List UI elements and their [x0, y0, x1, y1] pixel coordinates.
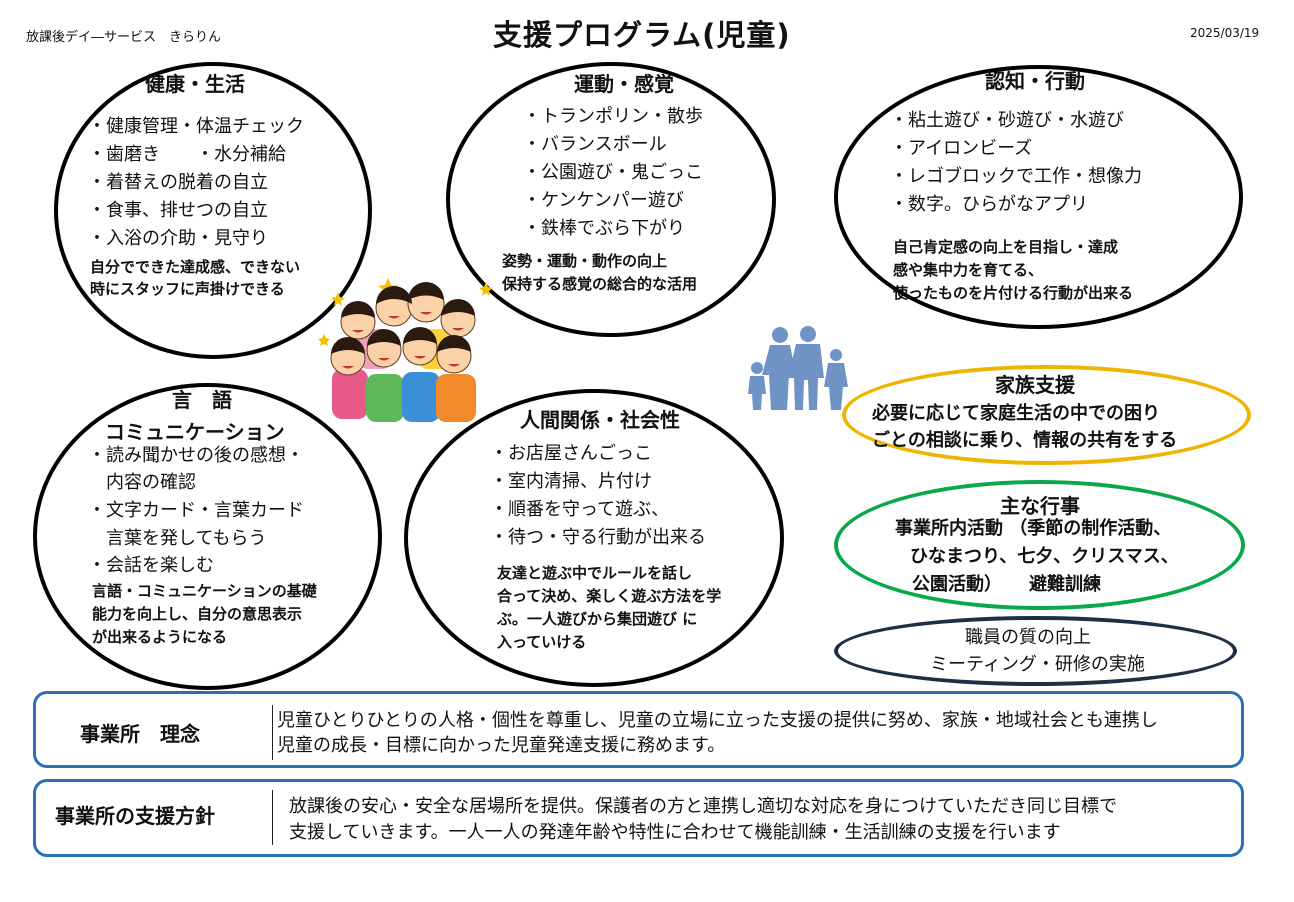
social-item: ・室内清掃、片付け [490, 471, 652, 492]
motor-item: ・ケンケンパー遊び [523, 190, 684, 211]
language-note: 能力を向上し、自分の意思表示 [92, 605, 303, 623]
social-heading: 人間関係・社会性 [520, 408, 680, 432]
social-note: 合って決め、楽しく遊ぶ方法を学 [497, 587, 722, 605]
cognitive-item: ・数字。ひらがなアプリ [890, 194, 1088, 215]
cognitive-ellipse [834, 65, 1243, 329]
health-note: 時にスタッフに声掛けできる [90, 280, 285, 298]
language-ellipse [33, 383, 382, 690]
policy-box [33, 779, 1244, 857]
events-line: 公園活動） 避難訓練 [912, 574, 1101, 595]
social-ellipse [404, 389, 784, 687]
cognitive-note: 感や集中力を育てる、 [893, 261, 1044, 279]
children-group-illustration [318, 278, 493, 422]
social-note: ぶ。一人遊びから集団遊び に [497, 610, 698, 628]
language-item: 内容の確認 [88, 472, 196, 493]
staff-heading: 職員の質の向上 [965, 627, 1091, 648]
events-ellipse [834, 480, 1245, 610]
events-line: ひなまつり、七夕、クリスマス、 [910, 546, 1179, 567]
language-item: ・文字カード・言葉カード [88, 500, 304, 521]
philosophy-divider [272, 705, 273, 760]
health-item: ・入浴の介助・見守り [88, 228, 268, 249]
language-item: 言葉を発してもらう [88, 528, 267, 549]
language-heading: 言 語 [172, 388, 232, 412]
motor-heading: 運動・感覚 [574, 72, 674, 96]
family-line: 必要に応じて家庭生活の中での困り [872, 403, 1160, 424]
language-item: ・会話を楽しむ [88, 555, 214, 576]
family-heading: 家族支援 [995, 373, 1075, 397]
family-silhouette-icon [748, 326, 848, 410]
health-item: ・着替えの脱着の自立 [88, 172, 268, 193]
motor-note: 保持する感覚の総合的な活用 [502, 275, 698, 293]
social-item: ・順番を守って遊ぶ、 [490, 499, 670, 520]
policy-label: 事業所の支援方針 [55, 804, 215, 828]
social-note: 友達と遊ぶ中でルールを話し [497, 564, 693, 582]
page-title: 支援プログラム(児童) [493, 18, 791, 52]
language-note: が出来るようになる [92, 628, 228, 646]
social-item: ・待つ・守る行動が出来る [490, 527, 706, 548]
family-ellipse [842, 365, 1251, 465]
social-item: ・お店屋さんごっこ [490, 443, 652, 464]
motor-item: ・バランスボール [523, 134, 667, 155]
language-note: 言語・コミュニケーションの基礎 [92, 582, 317, 600]
cognitive-heading: 認知・行動 [985, 69, 1085, 93]
events-heading: 主な行事 [1000, 494, 1080, 518]
health-item: ・食事、排せつの自立 [88, 200, 268, 221]
philosophy-line: 児童ひとりひとりの人格・個性を尊重し、児童の立場に立った支援の提供に努め、家族・… [277, 710, 1158, 731]
cognitive-item: ・レゴブロックで工作・想像力 [890, 166, 1142, 187]
health-ellipse [54, 62, 372, 359]
motor-item: ・トランポリン・散歩 [523, 106, 703, 127]
philosophy-label: 事業所 理念 [80, 722, 200, 746]
family-line: ごとの相談に乗り、情報の共有をする [872, 430, 1178, 451]
cognitive-item: ・アイロンビーズ [890, 138, 1033, 159]
language-item: ・読み聞かせの後の感想・ [88, 445, 304, 466]
policy-line: 支援していきます。一人一人の発達年齢や特性に合わせて機能訓練・生活訓練の支援を行… [289, 822, 1061, 843]
motor-item: ・鉄棒でぶら下がり [523, 218, 685, 239]
health-item: ・健康管理・体温チェック [88, 116, 304, 137]
health-heading: 健康・生活 [145, 72, 245, 96]
language-subheading: コミュニケーション [105, 420, 285, 444]
social-note: 入っていける [497, 633, 587, 651]
cognitive-item: ・粘土遊び・砂遊び・水遊び [890, 110, 1124, 131]
cognitive-note: 自己肯定感の向上を目指し・達成 [893, 238, 1119, 256]
philosophy-box [33, 691, 1244, 768]
philosophy-line: 児童の成長・目標に向かった児童発達支援に務めます。 [277, 735, 726, 756]
health-note: 自分でできた達成感、できない [90, 258, 301, 276]
staff-ellipse [834, 616, 1237, 686]
events-line: 事業所内活動 （季節の制作活動、 [895, 518, 1172, 539]
policy-divider [272, 790, 273, 845]
staff-line: ミーティング・研修の実施 [930, 654, 1145, 675]
motor-item: ・公園遊び・鬼ごっこ [523, 162, 703, 183]
cognitive-note: 使ったものを片付ける行動が出来る [893, 284, 1134, 302]
health-item: ・歯磨き ・水分補給 [88, 144, 286, 165]
date: 2025/03/19 [1190, 26, 1260, 40]
policy-line: 放課後の安心・安全な居場所を提供。保護者の方と連携し適切な対応を身につけていただ… [289, 796, 1117, 817]
motor-ellipse [446, 62, 776, 337]
motor-note: 姿勢・運動・動作の向上 [502, 252, 668, 270]
org-name: 放課後デイ―サービス きらりん [26, 30, 222, 45]
